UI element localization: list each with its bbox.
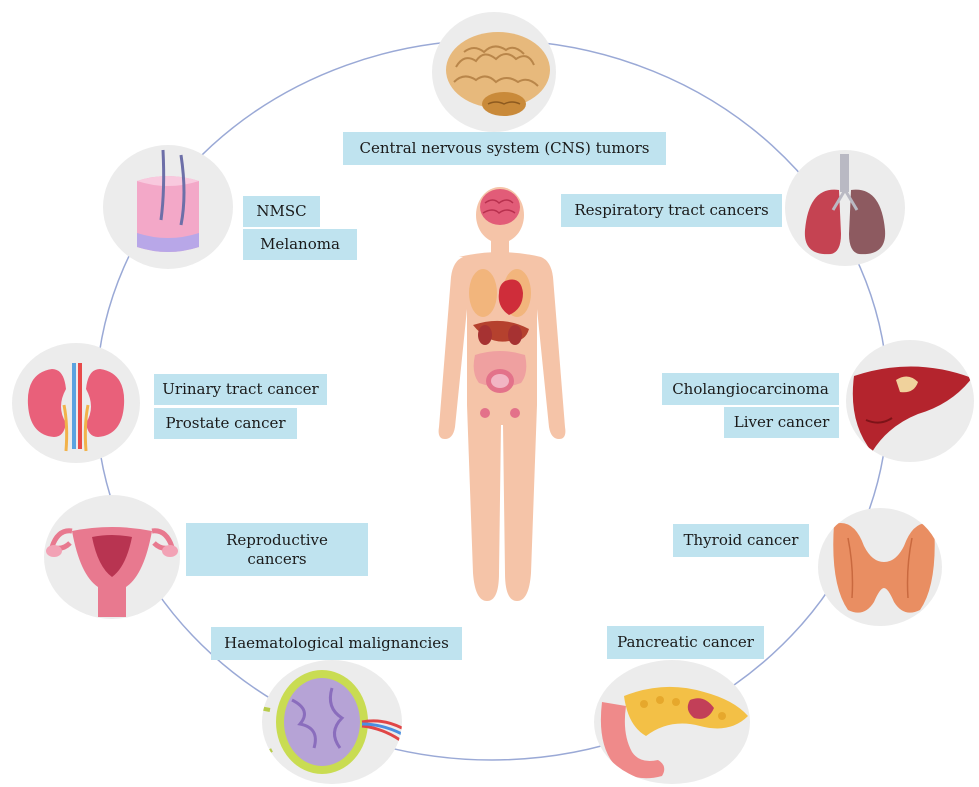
label-thyroid: Thyroid cancer (673, 524, 809, 557)
label-cns: Central nervous system (CNS) tumors (343, 132, 666, 165)
label-nmsc: NMSC (243, 196, 320, 227)
label-cholangio: Cholangiocarcinoma (662, 373, 839, 405)
kidneys-icon (12, 343, 140, 463)
label-prostate: Prostate cancer (154, 408, 297, 439)
label-respiratory: Respiratory tract cancers (561, 194, 782, 227)
label-haem: Haematological malignancies (211, 627, 462, 660)
uterus-icon (44, 495, 180, 619)
thyroid-icon (818, 508, 942, 626)
label-liver: Liver cancer (724, 407, 839, 438)
human-body-figure (415, 185, 585, 615)
brain-icon (432, 12, 556, 132)
label-melanoma: Melanoma (243, 229, 357, 260)
skin-icon (103, 145, 233, 269)
lungs-icon (785, 150, 905, 266)
label-reproductive: Reproductive cancers (186, 523, 368, 576)
label-pancreatic: Pancreatic cancer (607, 626, 764, 659)
label-urinary: Urinary tract cancer (154, 374, 327, 405)
liver-icon (846, 340, 974, 462)
pancreas-icon (594, 660, 750, 784)
lymph-node-icon (262, 660, 402, 784)
